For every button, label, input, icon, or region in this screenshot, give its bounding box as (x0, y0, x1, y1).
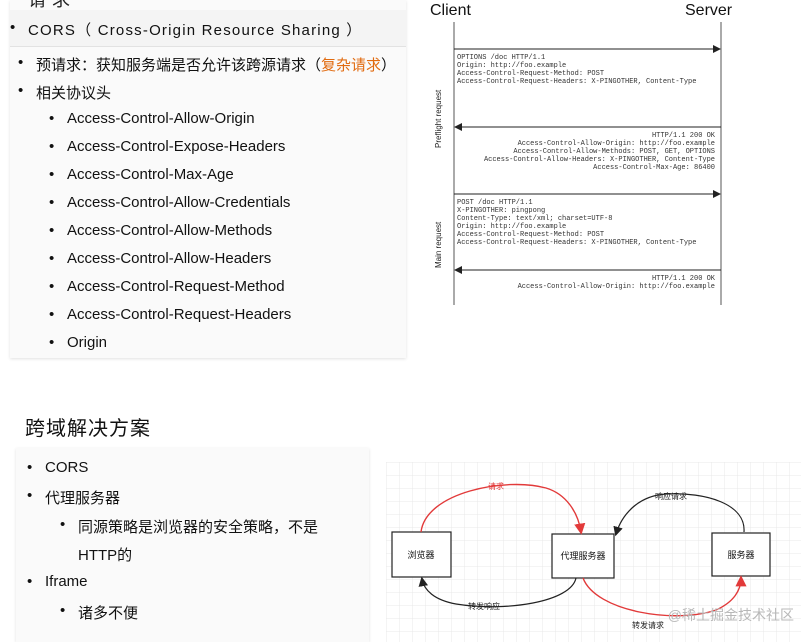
msg-line: Content-Type: text/xml; charset=UTF-8 (457, 215, 612, 223)
forward-request-arrow (582, 575, 747, 617)
msg-line: HTTP/1.1 200 OK (652, 275, 716, 283)
response-request-arrow (613, 493, 745, 537)
divider (10, 46, 406, 47)
proxy-note: 同源策略是浏览器的安全策略，不是 (60, 516, 318, 537)
server-label: 服务器 (727, 549, 754, 560)
request-arrow (420, 483, 586, 535)
solution-iframe: Iframe (27, 573, 87, 590)
msg-line: Access-Control-Request-Method: POST (457, 231, 604, 239)
msg-line: Access-Control-Allow-Methods: POST, GET,… (513, 148, 715, 156)
header-item: Access-Control-Allow-Origin (49, 110, 255, 127)
msg-line: Origin: http://foo.example (457, 223, 566, 231)
solutions-card (16, 448, 369, 642)
msg-line: Access-Control-Request-Headers: X-PINGOT… (457, 239, 696, 247)
header-item: Origin (49, 334, 107, 351)
header-item: Access-Control-Allow-Headers (49, 250, 271, 267)
msg-line: OPTIONS /doc HTTP/1.1 (457, 54, 545, 62)
proxy-note-cont: HTTP的 (78, 547, 133, 564)
browser-label: 浏览器 (407, 549, 434, 560)
forward-response-arrow (418, 576, 577, 608)
cors-label: CORS（ Cross-Origin Resource Sharing ） (10, 19, 362, 40)
header-item: Access-Control-Expose-Headers (49, 138, 285, 155)
msg-line: X-PINGOTHER: pingpong (457, 207, 545, 215)
solution-cors: CORS (27, 459, 88, 476)
msg-line: Origin: http://foo.example (457, 62, 566, 70)
cors-sequence-diagram: Client Server Preflight request Main req… (430, 2, 733, 305)
headers-title: 相关协议头 (18, 82, 111, 103)
iframe-note: 诸多不便 (60, 602, 138, 623)
header-item: Access-Control-Allow-Methods (49, 222, 272, 239)
cors-header-strip: CORS（ Cross-Origin Resource Sharing ） (10, 10, 406, 46)
msg-line: Access-Control-Allow-Origin: http://foo.… (518, 140, 715, 148)
proxy-label: 代理服务器 (560, 550, 605, 561)
msg-line: Access-Control-Max-Age: 86400 (593, 164, 715, 172)
msg-line: Access-Control-Allow-Origin: http://foo.… (518, 283, 715, 291)
preflight-item: 预请求：获知服务端是否允许该跨源请求（复杂请求） (18, 54, 396, 75)
server-node (711, 532, 771, 577)
msg-line: HTTP/1.1 200 OK (652, 132, 716, 140)
header-item: Access-Control-Request-Headers (49, 306, 291, 323)
msg-line: Access-Control-Request-Method: POST (457, 70, 604, 78)
header-item: Access-Control-Request-Method (49, 278, 285, 295)
header-item: Access-Control-Max-Age (49, 166, 234, 183)
preflight-label: Preflight request (434, 89, 443, 148)
section-title: 跨域解决方案 (25, 418, 151, 440)
main-request-label: Main request (434, 221, 443, 268)
complex-request-accent: 复杂请求 (321, 57, 382, 74)
forward-response-label: 转发响应 (468, 601, 500, 611)
forward-request-label: 转发请求 (632, 620, 664, 630)
msg-line: POST /doc HTTP/1.1 (457, 199, 533, 207)
solution-proxy: 代理服务器 (27, 487, 120, 508)
client-label: Client (430, 2, 471, 19)
proxy-node (551, 533, 615, 579)
server-label: Server (685, 2, 733, 19)
request-label: 请求 (488, 481, 504, 491)
msg-line: Access-Control-Allow-Headers: X-PINGOTHE… (484, 156, 715, 164)
msg-line: Access-Control-Request-Headers: X-PINGOT… (457, 78, 696, 86)
response-request-label: 响应请求 (655, 491, 687, 501)
proxy-diagram: 浏览器 代理服务器 服务器 请求 响应请求 转发响应 转发请求 @稀土掘金技术社… (386, 462, 801, 642)
header-item: Access-Control-Allow-Credentials (49, 194, 290, 211)
watermark: @稀土掘金技术社区 (668, 607, 794, 623)
clipped-heading: 请求 (28, 0, 76, 10)
